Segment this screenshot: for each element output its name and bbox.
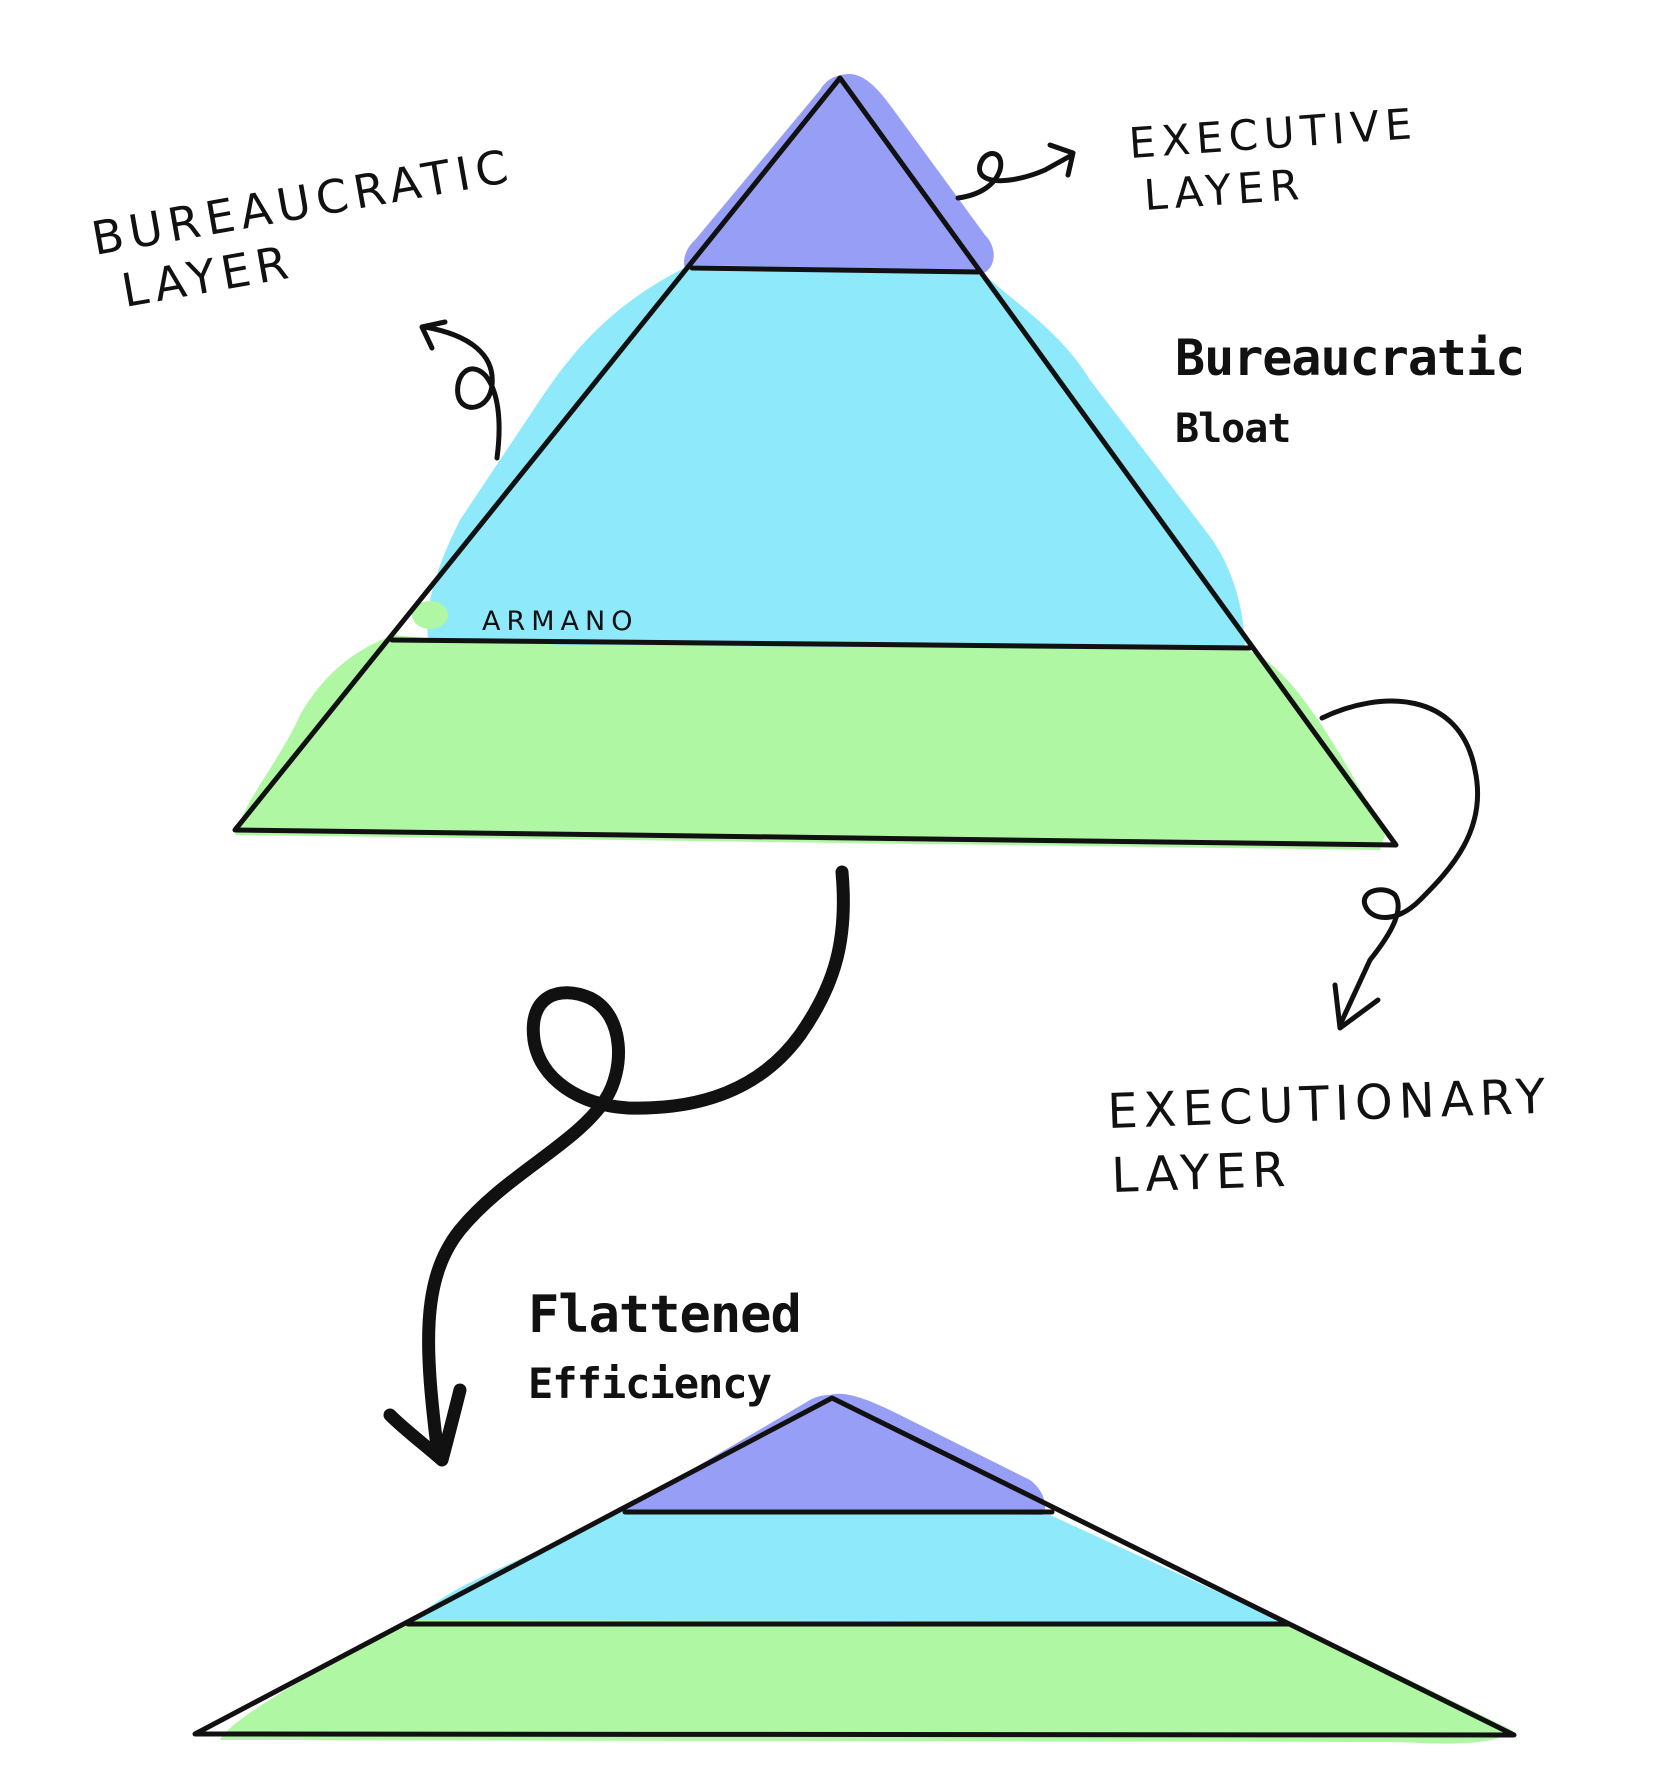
executive-curl-arrow — [955, 151, 1075, 201]
tall-divider-middle — [389, 637, 1253, 651]
flat-pyramid — [192, 1393, 1517, 1744]
executionary-layer-label-line2: LAYER — [1110, 1142, 1292, 1204]
bureaucratic-bloat-title: Bureaucratic — [1175, 329, 1524, 387]
flat-executive-fill — [624, 1393, 1045, 1525]
flatten-arrowhead-icon — [383, 1383, 467, 1467]
signature: ARMANO — [482, 606, 638, 637]
executionary-curl-arrow — [1319, 698, 1481, 1028]
flat-bureaucratic-fill — [410, 1510, 1290, 1625]
executive-layer-label-line1: EXECUTIVE — [1127, 99, 1419, 168]
executionary-arrowhead-icon — [1332, 982, 1381, 1031]
tall-bureaucratic-fill — [427, 265, 1245, 655]
flat-pyramid-outline — [192, 1395, 1517, 1738]
executionary-layer-label-line1: EXECUTIONARY — [1106, 1069, 1551, 1140]
tall-divider-top — [689, 265, 981, 275]
bureaucratic-layer-label-line1: BUREAUCRATIC — [88, 138, 518, 265]
bureaucratic-arrowhead-icon — [419, 319, 448, 351]
tall-executive-fill — [683, 74, 994, 275]
flat-executionary-fill — [220, 1620, 1512, 1744]
executive-layer-label-line2: LAYER — [1142, 160, 1306, 220]
arrows — [383, 142, 1481, 1467]
tall-pyramid-outline — [232, 75, 1399, 848]
tall-pyramid — [232, 74, 1399, 850]
tall-green-smudge — [412, 601, 448, 629]
bureaucratic-curl-arrow — [422, 324, 502, 461]
tall-executionary-fill — [235, 635, 1385, 850]
bureaucratic-bloat-subtitle: Bloat — [1175, 406, 1290, 452]
executive-arrowhead-icon — [1047, 142, 1076, 178]
flattened-efficiency-title: Flattened — [528, 1285, 801, 1345]
flattened-efficiency-subtitle: Efficiency — [528, 1359, 772, 1408]
flatten-curl-arrow — [422, 865, 850, 1462]
